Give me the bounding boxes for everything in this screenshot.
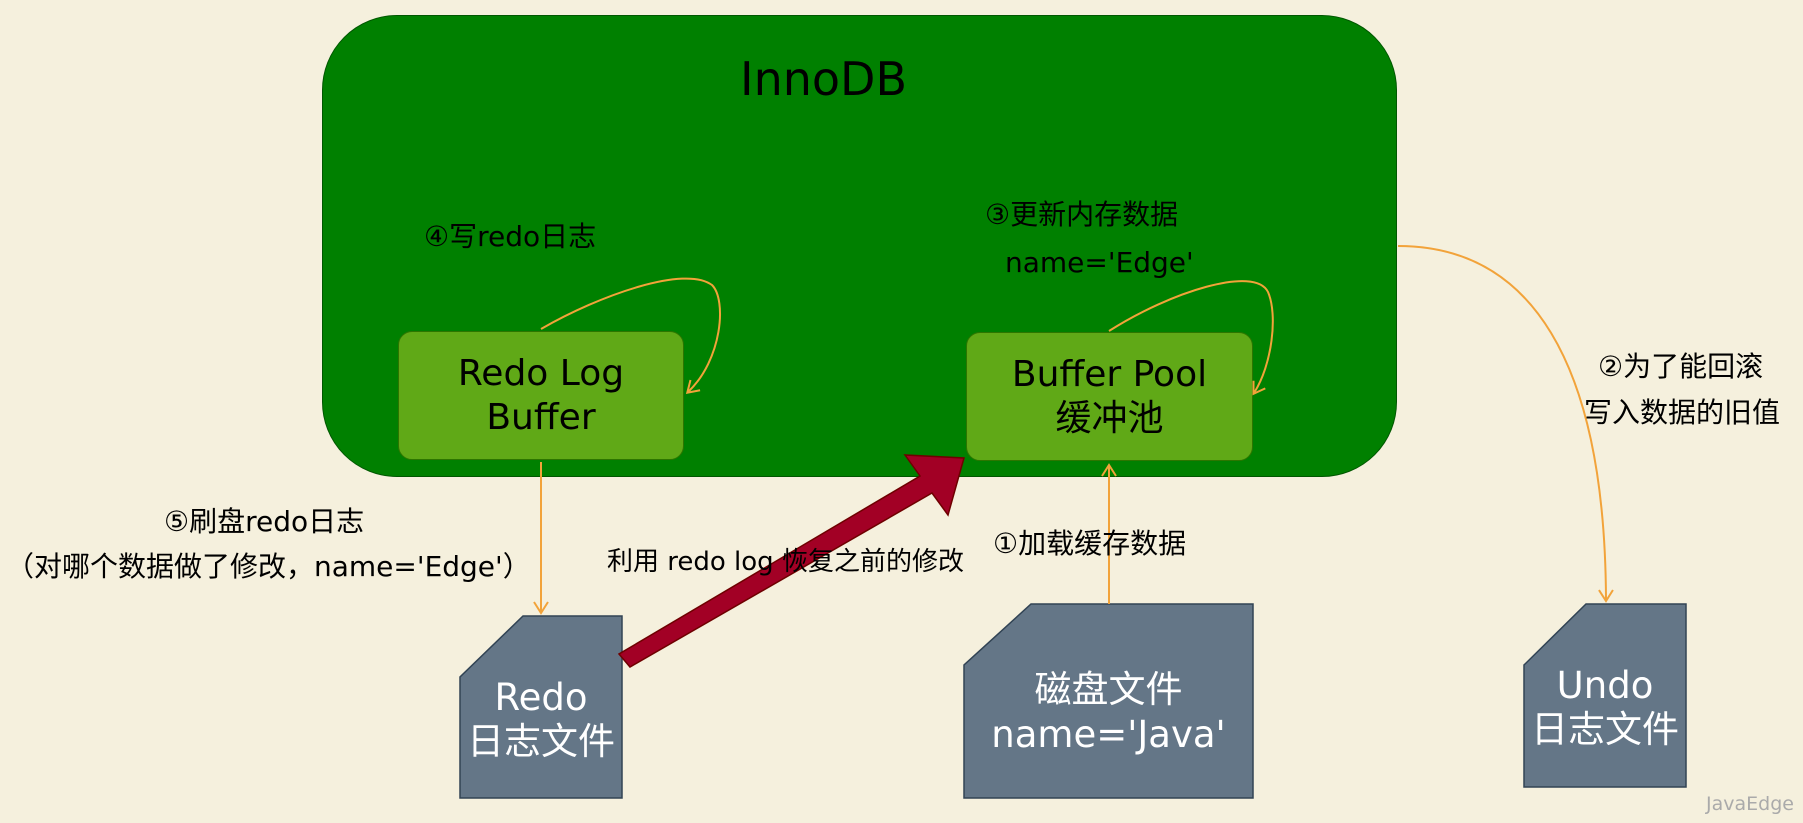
- buffer-pool-line1: Buffer Pool: [1011, 354, 1208, 396]
- disk-file-line2: name='Java': [991, 712, 1226, 756]
- buffer-pool-box: Buffer Pool 缓冲池: [966, 332, 1253, 461]
- undo-file: Undo 日志文件: [1524, 648, 1686, 768]
- disk-file: 磁盘文件 name='Java': [964, 655, 1253, 770]
- redo-log-buffer-line2: Buffer: [486, 396, 596, 438]
- step3-label-line2: name='Edge': [1005, 246, 1194, 279]
- undo-file-line2: 日志文件: [1531, 708, 1679, 751]
- step4-label: ④写redo日志: [424, 220, 597, 253]
- innodb-title: InnoDB: [740, 52, 907, 106]
- recover-label: 利用 redo log 恢复之前的修改: [607, 547, 964, 577]
- step2-label-line1: ②为了能回滚: [1598, 350, 1764, 383]
- step2-label-line2: 写入数据的旧值: [1584, 396, 1781, 429]
- step5-label-line1: ⑤刷盘redo日志: [164, 505, 365, 538]
- redo-file-line1: Redo: [494, 675, 588, 719]
- redo-log-buffer-line1: Redo Log: [457, 353, 625, 395]
- redo-log-buffer-box: Redo Log Buffer: [398, 331, 684, 460]
- redo-file-line2: 日志文件: [467, 720, 615, 763]
- watermark: JavaEdge: [1706, 793, 1794, 815]
- undo-file-line1: Undo: [1556, 663, 1654, 707]
- disk-file-line1: 磁盘文件: [1034, 668, 1183, 712]
- buffer-pool-line2: 缓冲池: [1055, 397, 1164, 439]
- redo-file: Redo 日志文件: [460, 660, 622, 780]
- step1-label: ①加载缓存数据: [993, 527, 1187, 560]
- step3-label-line1: ③更新内存数据: [985, 198, 1179, 231]
- step5-label-line2: （对哪个数据做了修改，name='Edge'）: [6, 550, 531, 583]
